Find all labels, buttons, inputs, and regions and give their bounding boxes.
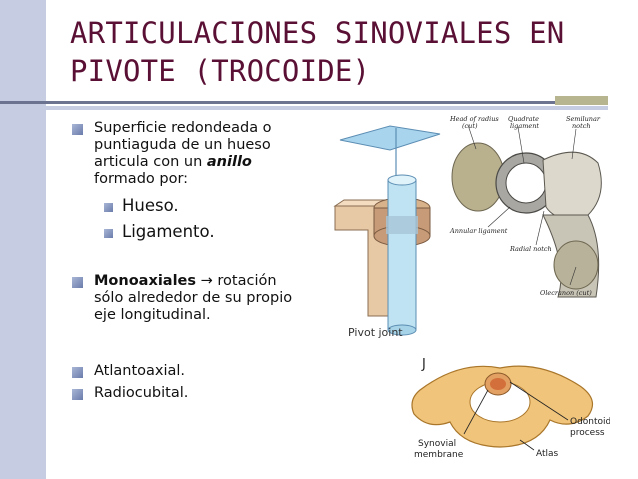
leader-line xyxy=(569,266,577,286)
pivot-joint-diagram: Pivot joint xyxy=(333,125,441,339)
leader-line xyxy=(571,128,577,160)
label-semilunar-sub: notch xyxy=(572,122,591,130)
bullet-text: rotación xyxy=(212,273,277,289)
bullet-monoaxiales: Monoaxiales → rotación sólo alrededor de… xyxy=(94,273,319,324)
label-semilunar: Semilunar xyxy=(566,115,601,123)
title-divider xyxy=(0,101,608,104)
leader-line xyxy=(467,124,477,150)
bullet-atlantoaxial: Atlantoaxial. xyxy=(94,363,186,379)
label-quadrate: Quadrate xyxy=(508,115,539,123)
sub-bullet-square-icon xyxy=(104,203,113,212)
bullet-line: eje longitudinal. xyxy=(94,307,211,323)
ulna-semilunar-notch xyxy=(542,151,602,220)
emphasis-anillo: anillo xyxy=(206,154,252,170)
pin-bottom xyxy=(387,324,417,336)
leader-line xyxy=(463,389,489,435)
title-line-1: ARTICULACIONES SINOVIALES EN xyxy=(70,16,565,50)
leader-line xyxy=(487,206,511,228)
bullet-line: articula con un anillo xyxy=(94,154,319,171)
label-quadrate-sub: ligament xyxy=(510,122,539,130)
label-annular-ligament: Annular ligament xyxy=(449,227,508,235)
panel-letter: J xyxy=(421,357,426,372)
pivot-pin xyxy=(387,179,417,331)
title-line-2: PIVOTE (TROCOIDE) xyxy=(70,54,371,88)
title-divider-accent xyxy=(555,96,608,105)
bullet-square-icon xyxy=(72,389,83,400)
olecranon-cut xyxy=(553,240,599,290)
sub-bullet-ligamento: Ligamento. xyxy=(122,222,215,241)
label-olecranon: Olecranon (cut) xyxy=(540,289,592,297)
ring-hatch xyxy=(386,216,418,234)
pivot-joint-label: Pivot joint xyxy=(348,326,403,339)
label-head-radius: Head of radius xyxy=(449,115,499,123)
slide-title: ARTICULACIONES SINOVIALES EN PIVOTE (TRO… xyxy=(70,14,610,90)
leader-line xyxy=(509,381,569,421)
bullet-line: Monoaxiales → rotación xyxy=(94,273,319,290)
ring-opening xyxy=(505,162,547,204)
bullet-square-icon xyxy=(72,277,83,288)
arrow-icon: → xyxy=(200,273,213,289)
bullet-superficie: Superficie redondeada o puntiaguda de un… xyxy=(94,120,319,188)
label-radial-notch: Radial notch xyxy=(509,245,552,253)
left-accent-band xyxy=(0,0,46,479)
leader-line xyxy=(535,210,545,246)
sub-bullet-hueso: Hueso. xyxy=(122,196,179,215)
label-head-radius-sub: (cut) xyxy=(462,122,478,130)
label-synovial: Synovial xyxy=(418,439,456,449)
sub-bullet-square-icon xyxy=(104,229,113,238)
bullet-line: puntiaguda de un hueso xyxy=(94,137,271,153)
bullet-line: formado por: xyxy=(94,171,189,187)
bullet-square-icon xyxy=(72,124,83,135)
rotation-plane xyxy=(339,125,441,151)
label-odontoid: Odontoid xyxy=(570,417,610,427)
leader-line xyxy=(517,126,525,164)
bullet-line: Superficie redondeada o xyxy=(94,120,272,136)
bullet-line: sólo alrededor de su propio xyxy=(94,290,293,306)
odontoid-core xyxy=(490,378,506,390)
bullet-strong: Monoaxiales xyxy=(94,273,197,289)
bullet-text: articula con un xyxy=(94,154,207,170)
bullet-square-icon xyxy=(72,367,83,378)
pin-top xyxy=(387,174,417,186)
bullet-radiocubital: Radiocubital. xyxy=(94,385,189,401)
atlas-figure: J Odontoid process Synovial membrane Atl… xyxy=(400,350,610,462)
label-odontoid-sub: process xyxy=(570,428,605,438)
title-divider-shadow xyxy=(0,106,608,110)
radioulnar-figure: Head of radius (cut) Quadrate ligament S… xyxy=(448,115,608,300)
label-atlas: Atlas xyxy=(536,449,559,459)
leader-line xyxy=(519,439,535,451)
label-synovial-sub: membrane xyxy=(414,450,464,460)
